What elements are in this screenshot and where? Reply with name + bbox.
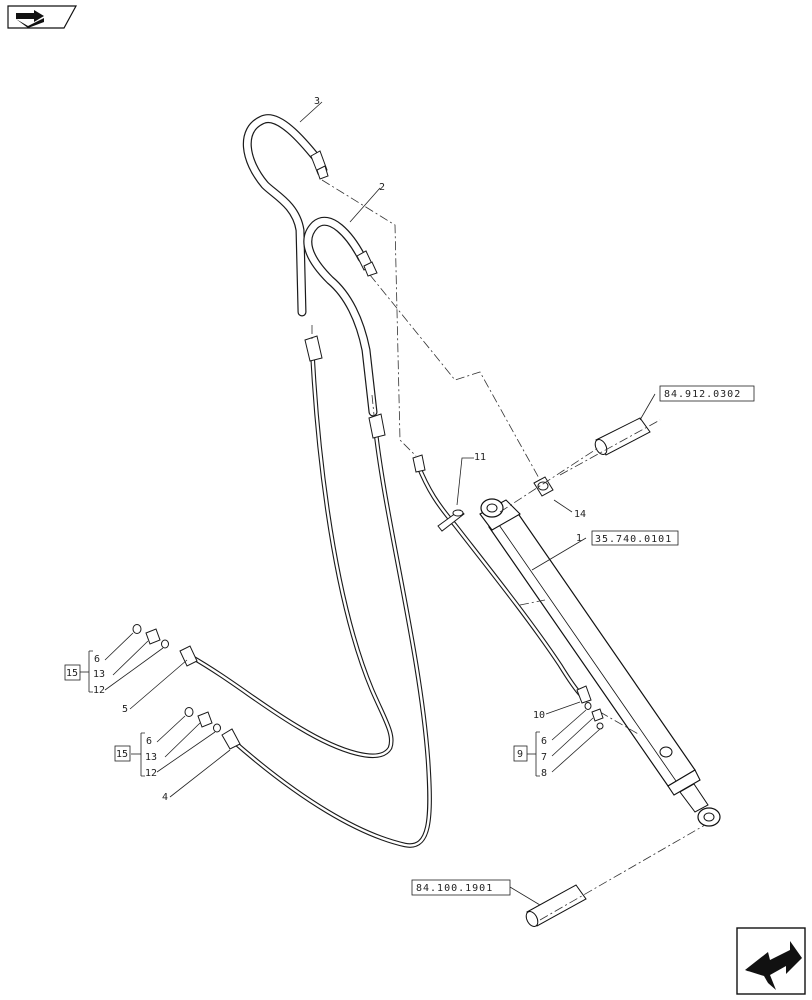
navigation-arrow-icon[interactable] (7, 5, 78, 29)
group-15-bottom-item-13: 13 (145, 752, 157, 763)
fitting-set-top (132, 624, 169, 649)
ref-35-740-0101: 35.740.0101 (595, 534, 672, 545)
group-9-item-7: 7 (541, 752, 547, 763)
pipe-5 (179, 335, 394, 758)
reference-box-upper-pin[interactable]: 84.912.0302 (659, 385, 755, 402)
callout-labels: 3 2 11 14 1 10 5 4 (122, 96, 586, 803)
lower-pin (525, 884, 587, 927)
fitting-14 (533, 476, 554, 497)
group-9: 9 6 7 8 (513, 736, 547, 779)
hose-3 (242, 114, 329, 317)
callout-5: 5 (122, 704, 128, 715)
group-15-bottom-item-12: 12 (145, 768, 157, 779)
hydraulic-cylinder-1 (479, 498, 721, 827)
callout-10: 10 (533, 710, 545, 721)
fitting-set-right (584, 702, 604, 730)
callout-3: 3 (314, 96, 320, 107)
alignment-lines (311, 179, 706, 921)
clamp-11 (437, 509, 465, 532)
pipe-10 (412, 454, 592, 704)
group-15-top-item-6: 6 (94, 654, 100, 665)
group-15-top-item-13: 13 (93, 669, 105, 680)
upper-pin (594, 417, 651, 456)
reference-box-lower-pin[interactable]: 84.100.1901 (411, 879, 511, 896)
group-9-label: 9 (517, 749, 523, 760)
group-9-item-6: 6 (541, 736, 547, 747)
callout-1: 1 (576, 533, 582, 544)
callout-11: 11 (474, 452, 486, 463)
group-15-bottom-label: 15 (116, 749, 128, 760)
fitting-set-bottom (184, 707, 221, 733)
group-15-top-item-12: 12 (93, 685, 105, 696)
group-15-bottom-item-6: 6 (146, 736, 152, 747)
callout-2: 2 (379, 182, 385, 193)
callout-14: 14 (574, 509, 586, 520)
group-15-bottom: 15 6 13 12 (114, 736, 157, 779)
hose-2 (303, 216, 378, 417)
group-9-item-8: 8 (541, 768, 547, 779)
callout-4: 4 (162, 792, 168, 803)
ref-84-912-0302: 84.912.0302 (664, 389, 741, 400)
next-page-arrow-icon[interactable] (736, 927, 806, 995)
ref-84-100-1901: 84.100.1901 (416, 883, 493, 894)
pipe-4 (221, 413, 432, 848)
leader-lines (80, 101, 656, 906)
group-15-top: 15 6 13 12 (64, 654, 105, 696)
group-15-top-label: 15 (66, 668, 78, 679)
reference-box-cylinder[interactable]: 35.740.0101 (591, 530, 679, 546)
